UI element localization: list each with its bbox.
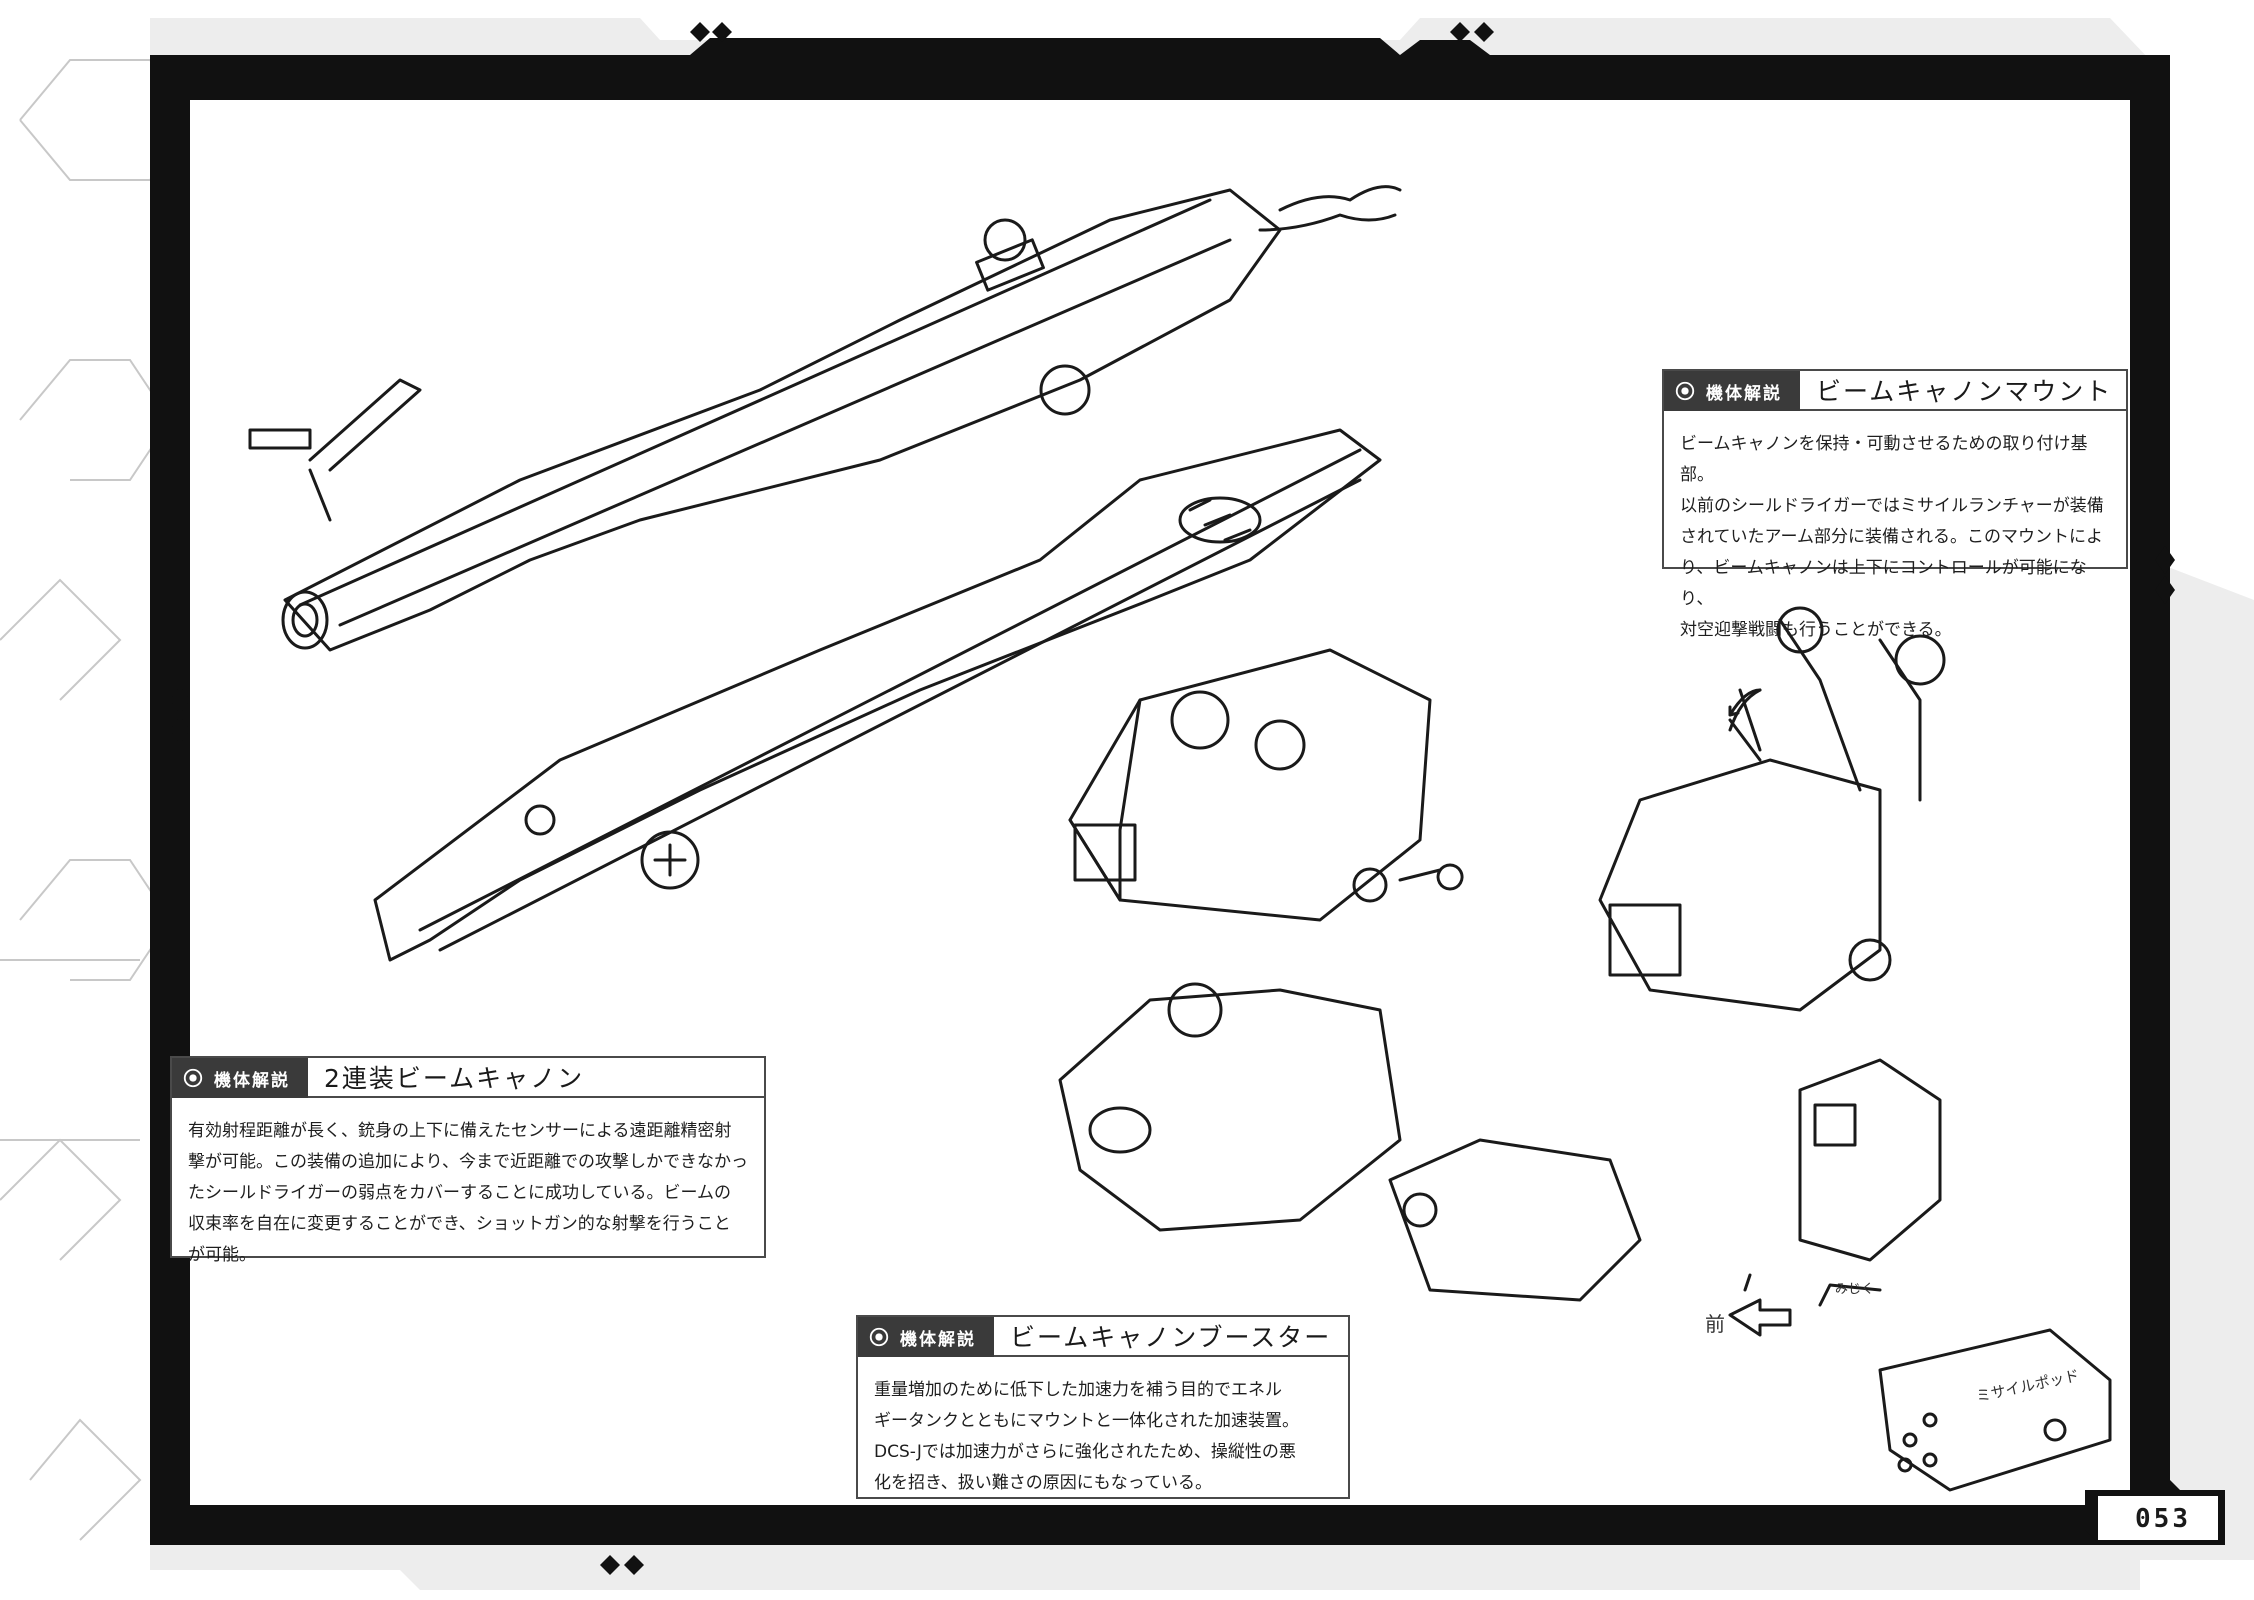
badge: 機体解説 (1664, 371, 1800, 411)
info-box-booster: 機体解説 ビームキャノンブースター 重量増加のために低下した加速力を補う目的でエ… (856, 1315, 1350, 1499)
box-title: ビームキャノンマウント (1800, 371, 2126, 411)
mount-sketch-right (1598, 606, 1946, 1012)
gear-icon (183, 1068, 203, 1088)
lower-beam-cannon-sketch (373, 428, 1382, 962)
gear-icon (869, 1327, 889, 1347)
page-number: 053 (2135, 1504, 2191, 1534)
info-box-cannon: 機体解説 2連装ビームキャノン 有効射程距離が長く、銃身の上下に備えたセンサーに… (170, 1056, 766, 1265)
booster-sketch (1058, 982, 1942, 1302)
badge-label: 機体解説 (900, 1329, 976, 1350)
box-title: 2連装ビームキャノン (308, 1058, 764, 1098)
info-box-header: 機体解説 ビームキャノンマウント (1664, 371, 2126, 411)
box-body: 重量増加のために低下した加速力を補う目的でエネル ギータンクとともにマウントと一… (874, 1380, 1299, 1493)
box-title: ビームキャノンブースター (994, 1317, 1348, 1357)
info-box-header: 機体解説 2連装ビームキャノン (172, 1058, 764, 1098)
gear-icon (1675, 381, 1695, 401)
sketch-note-shinjiku: みじく (1835, 1282, 1875, 1297)
badge-label: 機体解説 (214, 1070, 290, 1091)
sketch-note-front: 前 (1705, 1312, 1725, 1336)
info-box-header: 機体解説 ビームキャノンブースター (858, 1317, 1348, 1357)
badge-label: 機体解説 (1706, 383, 1782, 404)
box-body: ビームキャノンを保持・可動させるための取り付け基部。 以前のシールドライガーでは… (1680, 434, 2104, 640)
mount-sketch-center (1068, 648, 1464, 922)
box-body: 有効射程距離が長く、銃身の上下に備えたセンサーによる遠距離精密射 撃が可能。この… (188, 1121, 748, 1265)
missile-pod-sketch (1728, 1273, 2112, 1492)
badge: 機体解説 (172, 1058, 308, 1098)
badge: 機体解説 (858, 1317, 994, 1357)
upper-beam-cannon-sketch (248, 185, 1402, 652)
info-box-mount: 機体解説 ビームキャノンマウント ビームキャノンを保持・可動させるための取り付け… (1662, 369, 2128, 640)
